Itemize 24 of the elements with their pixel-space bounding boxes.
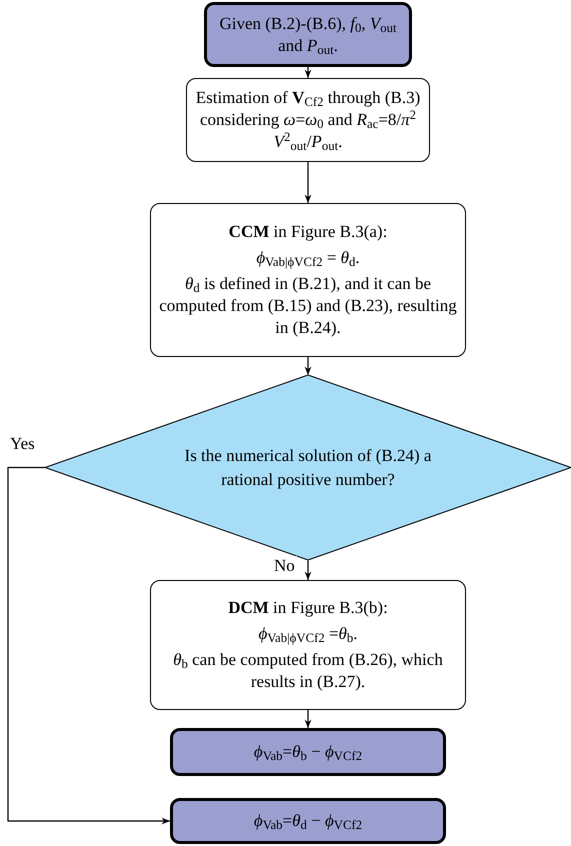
terminal-box (170, 798, 446, 844)
arrow (304, 357, 312, 375)
decision-diamond (45, 375, 571, 560)
arrow (304, 560, 312, 580)
arrow (304, 162, 312, 203)
box-text: ϕ$_{Vab}$=θ$_{b}$ − ϕ$_{VCf2}$ (254, 741, 362, 763)
box-text: Estimation of V$_{Cf2}$ through (B.3) considering ω=ω$_{0}$ and R$_{ac}$=8/π$^{2}$ V$^{2}$$_{out}$/P$_{out}$. (195, 87, 421, 153)
box-text: ϕ$_{Vab}$=θ$_{d}$ − ϕ$_{VCf2}$ (254, 810, 362, 832)
arrow (304, 710, 312, 728)
process-box (150, 580, 466, 710)
box-text: Given (B.2)-(B.6), f$_{0}$, V$_{out}$ and P$_{out}$. (218, 12, 398, 56)
terminal-box (170, 728, 446, 776)
box-text: θ$_{d}$ is defined in (B.21), and it can be computed from (B.15) and (B.23), resulting in (B.24). (159, 273, 457, 339)
box-text: ϕ$_{Vab|ϕVCf2}$ =θ$_{b}$. (258, 623, 358, 645)
process-box (150, 203, 466, 357)
arrow (304, 67, 312, 78)
terminal-box (204, 2, 412, 67)
box-text: DCM in Figure B.3(b): (228, 597, 388, 619)
box-text: ϕ$_{Vab|ϕVCf2}$ = θ$_{d}$. (256, 247, 360, 269)
decision-text: Is the numerical solution of (B.24) a rational positive number? (184, 444, 432, 491)
box-text: θ$_{b}$ can be computed from (B.26), which results in (B.27). (172, 649, 444, 693)
box-text: CCM in Figure B.3(a): (228, 221, 388, 243)
process-box (186, 78, 430, 162)
arrow (7, 466, 170, 824)
